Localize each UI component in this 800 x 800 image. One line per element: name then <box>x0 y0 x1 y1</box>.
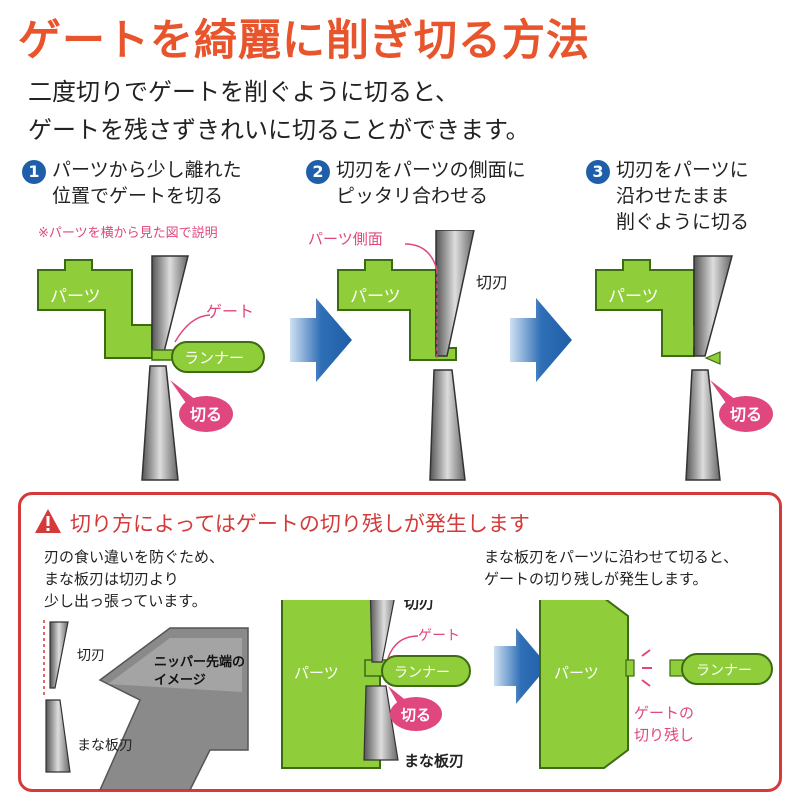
result-runner-shape <box>681 653 773 685</box>
warn-cut-bubble-tail <box>388 686 408 704</box>
lower-blade-2 <box>429 369 466 481</box>
warning-box <box>18 492 782 792</box>
part-side-leader-2 <box>404 243 438 271</box>
part-label-1: パーツ <box>50 287 101 307</box>
step-2-line-2: ピッタリ合わせる <box>336 185 489 207</box>
part-shape-1 <box>37 259 153 359</box>
warning-left-line-2: まな板刃は切刃より <box>44 570 179 588</box>
part-shape-3 <box>595 259 701 357</box>
cut-label-3: 切る <box>730 405 762 424</box>
warning-right-text: まな板刃をパーツに沿わせて切ると、 ゲートの切り残しが発生します。 <box>484 546 738 590</box>
warning-right-line-2: ゲートの切り残しが発生します。 <box>484 570 708 588</box>
small-lower-blade <box>45 699 71 773</box>
leftover-mark-1 <box>641 649 651 657</box>
lower-blade-3 <box>685 369 721 481</box>
nipper-tip-label-1: ニッパー先端の <box>154 654 245 670</box>
page-title: ゲートを綺麗に削ぎ切る方法 <box>18 16 590 66</box>
part-side-label-2: パーツ側面 <box>308 230 383 248</box>
upper-blade-3 <box>693 255 733 357</box>
step-3-line-2: 沿わせたまま <box>616 185 730 207</box>
step-2-number: 2 <box>306 160 330 184</box>
result-part-shape <box>539 600 629 769</box>
small-blade-label: 切刃 <box>77 648 105 664</box>
warn-runner-label: ランナー <box>394 665 450 681</box>
lead-line-1: 二度切りでゲートを削ぐように切ると、 <box>28 78 460 106</box>
diagram-1 <box>37 255 265 481</box>
leftover-label-1: ゲートの <box>634 704 694 722</box>
result-gate-remnant <box>625 659 635 677</box>
gate-leader-1 <box>174 314 211 343</box>
diagram-3 <box>595 255 773 481</box>
small-upper-blade <box>49 621 69 689</box>
warning-title: 切り方によってはゲートの切り残しが発生します <box>70 512 530 536</box>
step-1-number: 1 <box>22 160 46 184</box>
arrow-2-to-3 <box>510 298 572 382</box>
part-label-3: パーツ <box>608 287 659 307</box>
warn-part-label: パーツ <box>294 664 339 682</box>
cut-bubble-tail-1 <box>170 380 196 403</box>
warn-blade-label: 切刃 <box>404 600 434 612</box>
diagram-2 <box>337 230 475 481</box>
step-1-line-2: 位置でゲートを切る <box>52 185 224 207</box>
warn-runner-shape <box>381 655 471 687</box>
warning-left-text: 刃の食い違いを防ぐため、 まな板刃は切刃より 少し出っ張っています。 <box>44 546 224 612</box>
warn-cut-label: 切る <box>401 706 431 724</box>
step-1-text: パーツから少し離れた 位置でゲートを切る <box>52 157 242 209</box>
cut-label-1: 切る <box>190 405 222 424</box>
upper-blade-1 <box>151 255 189 357</box>
step-2-line-1: 切刃をパーツの側面に <box>336 159 526 181</box>
warning-diagram: 切刃 まな板刃 ニッパー先端の イメージ パーツ 切刃 ゲート ランナー 切る … <box>43 600 773 790</box>
result-runner-label: ランナー <box>696 663 752 679</box>
warn-arrow <box>494 628 548 704</box>
warn-anvil-label: まな板刃 <box>404 752 464 770</box>
small-anvil-label: まな板刃 <box>77 738 133 754</box>
lead-line-2: ゲートを残さずきれいに切ることができます。 <box>28 116 530 144</box>
nipper-tip-highlight <box>108 638 242 692</box>
cut-bubble-1 <box>179 396 233 432</box>
blade-label-2: 切刃 <box>476 273 508 292</box>
upper-blade-2 <box>435 230 475 357</box>
step-3-text: 切刃をパーツに 沿わせたまま 削ぐように切る <box>616 157 749 235</box>
step-1-note: ※パーツを横から見た図で説明 <box>38 226 218 241</box>
lower-blade-1 <box>141 365 179 481</box>
cut-bubble-3 <box>719 396 773 432</box>
leftover-mark-3 <box>641 679 651 687</box>
result-part-label: パーツ <box>554 664 599 682</box>
runner-label-1: ランナー <box>184 349 244 367</box>
step-3-number: 3 <box>586 160 610 184</box>
part-label-2: パーツ <box>350 287 401 307</box>
warning-left-line-3: 少し出っ張っています。 <box>44 592 207 610</box>
step-3-line-3: 削ぐように切る <box>616 211 750 233</box>
warn-gate-label: ゲート <box>418 628 460 644</box>
steps-diagram: パーツ ゲート ランナー 切る パーツ側面 パーツ 切刃 パーツ 切る <box>37 230 773 481</box>
cut-bubble-tail-3 <box>710 380 736 403</box>
gate-remnant-3 <box>704 351 721 365</box>
leftover-label-2: 切り残し <box>634 726 694 744</box>
warning-right-line-1: まな板刃をパーツに沿わせて切ると、 <box>484 548 739 566</box>
arrow-1-to-2 <box>290 298 352 382</box>
step-1-line-1: パーツから少し離れた <box>52 159 242 181</box>
warn-lower-blade <box>363 685 399 761</box>
warn-part-shape <box>281 600 381 769</box>
step-3-line-1: 切刃をパーツに <box>616 159 749 181</box>
warning-left-line-1: 刃の食い違いを防ぐため、 <box>44 548 225 566</box>
step-2-text: 切刃をパーツの側面に ピッタリ合わせる <box>336 157 526 209</box>
warn-gate-leader <box>387 635 419 659</box>
warn-cut-bubble <box>390 697 442 731</box>
runner-shape-1 <box>171 341 265 373</box>
warn-upper-blade <box>369 600 395 663</box>
nipper-tip-label-2: イメージ <box>154 673 206 688</box>
warning-icon <box>35 509 61 533</box>
gate-label-1: ゲート <box>206 302 254 321</box>
